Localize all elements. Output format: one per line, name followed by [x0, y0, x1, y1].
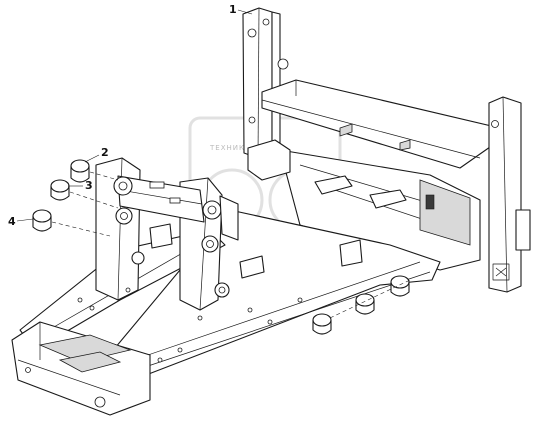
assembly-axis-2 [89, 171, 119, 181]
svg-text:3: 3 [85, 179, 93, 192]
main-lower-frame [11, 157, 441, 416]
rear-bushings [312, 275, 410, 335]
callout-3: 3 [68, 179, 93, 192]
callout-4: 4 [8, 215, 34, 228]
callout-2: 2 [84, 146, 109, 163]
rear-mast-frame [242, 7, 531, 293]
bushing-part-4 [32, 209, 52, 232]
assembly-axis-3 [69, 191, 119, 209]
assembly-axis-rear [329, 279, 411, 319]
bushing-part-3 [50, 179, 70, 201]
callout-1: 1 [229, 3, 253, 16]
assembly-axis-4 [51, 221, 111, 237]
svg-text:4: 4 [8, 215, 16, 228]
bushing-part-2 [70, 159, 90, 183]
svg-text:2: 2 [101, 146, 109, 159]
watermark-text: ТЕХНИК [209, 144, 245, 152]
svg-text:1: 1 [229, 3, 237, 16]
